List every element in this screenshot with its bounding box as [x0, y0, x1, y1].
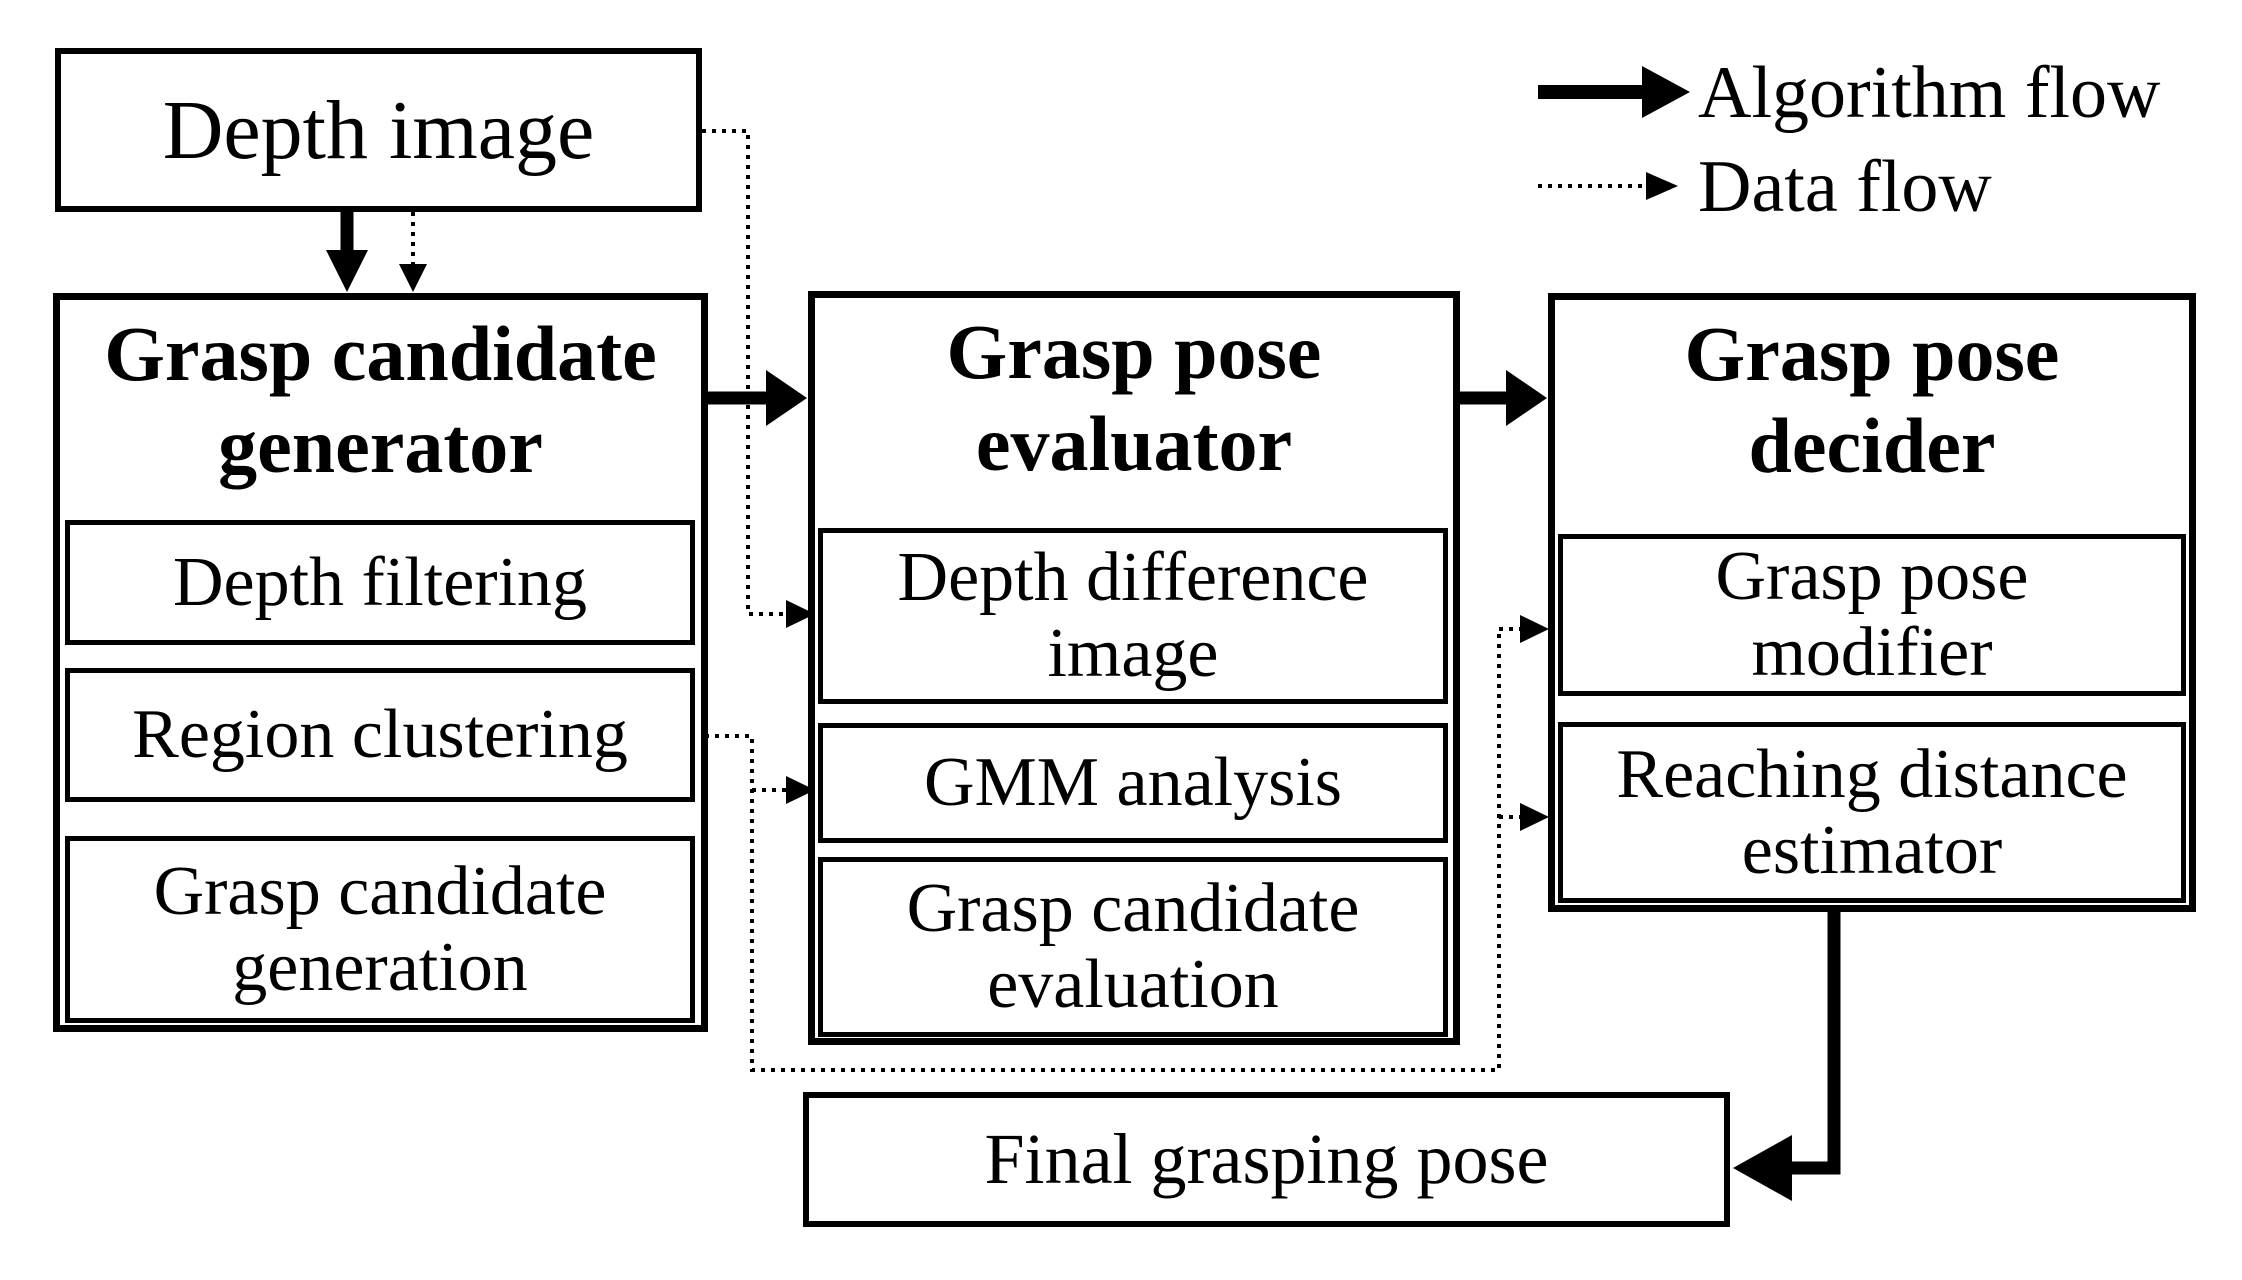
- algorithm-arrow-decider-to-final: [1733, 912, 1841, 1201]
- legend-data-flow-arrow: [1538, 172, 1678, 200]
- grasp-pose-decider-title: Grasp pose decider: [1684, 310, 2060, 490]
- region-clustering-box: Region clustering: [65, 668, 695, 802]
- depth-filtering-box: Depth filtering: [65, 520, 695, 645]
- final-grasping-pose-label: Final grasping pose: [984, 1119, 1549, 1199]
- data-arrow-depth-to-generator: [399, 212, 427, 292]
- algorithm-arrow-depth-to-generator: [326, 212, 368, 292]
- grasp-candidate-evaluation-box: Grasp candidate evaluation: [818, 857, 1448, 1037]
- legend-algorithm-flow-label: Algorithm flow: [1698, 52, 2161, 134]
- grasp-pose-modifier-box: Grasp pose modifier: [1558, 534, 2186, 696]
- depth-difference-image-box: Depth difference image: [818, 528, 1448, 704]
- gmm-analysis-box: GMM analysis: [818, 723, 1448, 843]
- reaching-distance-estimator-box: Reaching distance estimator: [1558, 722, 2186, 903]
- algorithm-arrow-evaluator-to-decider: [1460, 370, 1547, 426]
- data-arrow-to-gmm-analysis: [752, 776, 815, 804]
- data-wire-depth-to-depth-difference: [702, 129, 815, 628]
- legend-algorithm-flow-arrow: [1538, 66, 1690, 118]
- legend-data-flow-label: Data flow: [1698, 146, 1992, 228]
- final-grasping-pose-box: Final grasping pose: [803, 1092, 1730, 1227]
- grasp-candidate-generator-title: Grasp candidate generator: [104, 310, 657, 490]
- depth-image-label: Depth image: [162, 83, 595, 177]
- data-arrow-to-pose-modifier: [1499, 615, 1549, 643]
- algorithm-arrow-generator-to-evaluator: [708, 370, 807, 426]
- depth-image-box: Depth image: [55, 48, 702, 212]
- data-arrow-to-reaching-distance: [1499, 803, 1549, 831]
- grasp-pose-evaluator-title: Grasp pose evaluator: [946, 308, 1322, 488]
- grasp-candidate-generation-box: Grasp candidate generation: [65, 836, 695, 1023]
